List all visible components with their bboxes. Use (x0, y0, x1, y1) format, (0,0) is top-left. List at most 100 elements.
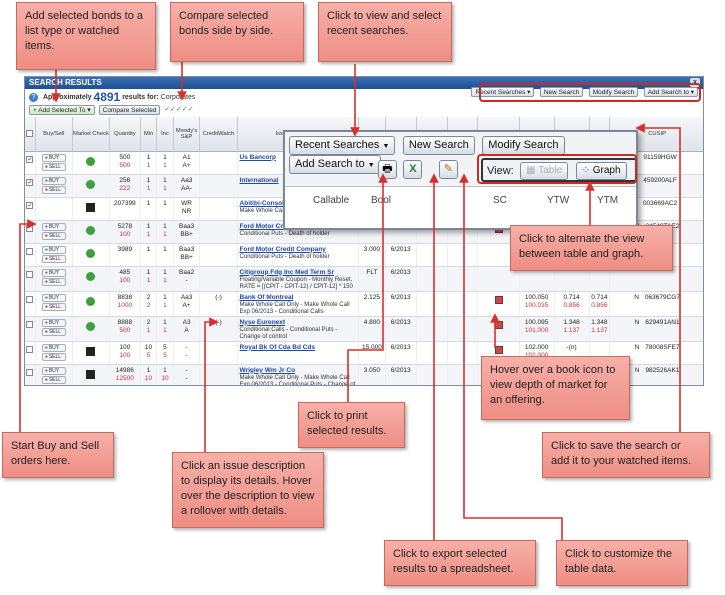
issue-link[interactable]: Bank Of Montreal (239, 293, 294, 301)
issue-details[interactable]: Conditional Calls - Conditional Puts - C… (239, 326, 338, 340)
col-quantity[interactable]: Quantity (109, 117, 141, 152)
issue-link[interactable]: Us Bancorp (239, 153, 277, 161)
row-select-cell[interactable] (25, 243, 36, 267)
sell-button[interactable]: SELL (41, 277, 66, 286)
issue-link[interactable]: Wrigley Wm Jr Co (239, 366, 296, 374)
market-check-cell (72, 266, 110, 292)
market-check-cell (72, 151, 110, 175)
col-min[interactable]: Min (140, 117, 158, 152)
sell-button[interactable]: SELL (41, 302, 66, 311)
sell-button[interactable]: SELL (41, 327, 66, 336)
col-rating[interactable]: Moody's S&P (173, 117, 201, 152)
sell-button[interactable]: SELL (41, 352, 66, 361)
add-search-to-button-small[interactable]: Add Search to ▾ (643, 87, 698, 97)
customize-table-icon[interactable]: ✎ (438, 160, 458, 179)
select-all-header[interactable] (25, 117, 36, 152)
chevron-down-icon: ▾ (87, 107, 91, 114)
issue-link[interactable]: International (239, 176, 279, 184)
row-checkbox[interactable] (26, 224, 34, 232)
col-creditwatch[interactable]: CreditWatch (199, 117, 238, 152)
buy-button[interactable]: BUY (41, 176, 66, 185)
buy-button[interactable]: BUY (41, 318, 66, 327)
modify-search-button[interactable]: Modify Search (482, 136, 565, 155)
quantity-bid: 207399 (113, 199, 136, 207)
table-row[interactable]: BUYSELL88885002111A3A(-)Nyse EuronextCon… (25, 316, 703, 342)
print-icon[interactable]: 🖶 (378, 160, 397, 179)
issue-details[interactable]: Floating/Variable Coupon - Monthly Reset… (239, 276, 353, 290)
buy-button[interactable]: BUY (41, 245, 66, 254)
issue-link[interactable]: Ford Motor Credit Company (239, 222, 326, 230)
issue-description-cell[interactable]: Royal Bk Of Cda Bd Cds (237, 341, 360, 365)
issue-link[interactable]: Royal Bk Of Cda Bd Cds (239, 343, 316, 351)
row-checkbox[interactable]: ✓ (26, 155, 34, 163)
book-icon[interactable] (494, 345, 503, 354)
new-search-button-small[interactable]: New Search (539, 87, 584, 97)
buy-button[interactable]: BUY (41, 366, 66, 375)
col-inc[interactable]: Inc (156, 117, 174, 152)
row-checkbox[interactable]: ✓ (26, 178, 34, 186)
row-select-cell[interactable] (25, 364, 36, 385)
row-select-cell[interactable] (25, 316, 36, 342)
col-market-check[interactable]: Market Check (72, 117, 110, 152)
sell-button[interactable]: SELL (41, 162, 66, 171)
recent-searches-button-small[interactable]: Recent Searches ▾ (471, 87, 535, 97)
row-select-cell[interactable] (25, 341, 36, 365)
row-checkbox[interactable] (26, 320, 34, 328)
row-select-cell[interactable] (25, 220, 36, 244)
row-checkbox[interactable]: ✓ (26, 201, 34, 209)
compare-selected-button[interactable]: Compare Selected (98, 105, 161, 115)
new-search-button[interactable]: New Search (402, 136, 475, 155)
issue-details[interactable]: Make Whole Call Only - Make Whole Call E… (239, 374, 356, 386)
row-select-cell[interactable]: ✓ (25, 174, 36, 198)
recent-searches-button[interactable]: Recent Searches ▼ (289, 136, 396, 155)
sell-button[interactable]: SELL (41, 231, 66, 240)
sell-button[interactable]: SELL (41, 185, 66, 194)
market-check-cell (72, 197, 110, 221)
row-checkbox[interactable] (26, 295, 34, 303)
row-select-cell[interactable]: ✓ (25, 197, 36, 221)
excel-export-icon[interactable]: X (403, 160, 423, 179)
row-checkbox[interactable] (26, 368, 34, 376)
issue-link[interactable]: Citigroup Fdg Inc Med Term Sr (239, 268, 335, 276)
row-checkbox[interactable] (26, 270, 34, 278)
buy-button[interactable]: BUY (41, 222, 66, 231)
issue-link[interactable]: Nyse Euronext (239, 318, 286, 326)
issue-link[interactable]: Abitibi-Consol (239, 199, 284, 207)
row-checkbox[interactable] (26, 345, 34, 353)
add-search-to-button[interactable]: Add Search to ▼ (289, 155, 381, 174)
issue-details[interactable]: Conditional Puts - Death of holder (239, 253, 330, 260)
row-select-cell[interactable] (25, 291, 36, 317)
row-select-cell[interactable]: ✓ (25, 151, 36, 175)
row-checkbox[interactable] (26, 247, 34, 255)
table-view-button[interactable]: ▦ Table (520, 162, 569, 180)
close-icon[interactable]: x (690, 78, 700, 87)
book-icon[interactable] (494, 320, 503, 329)
row-select-cell[interactable] (25, 266, 36, 292)
inc-ask: 1 (163, 301, 167, 309)
info-icon: ? (29, 92, 38, 102)
quantity-bid: 14986 (115, 366, 134, 374)
buy-button[interactable]: BUY (41, 268, 66, 277)
sell-button[interactable]: SELL (41, 375, 66, 384)
buy-button[interactable]: BUY (41, 293, 66, 302)
select-all-checkbox[interactable] (26, 130, 34, 138)
book-icon[interactable] (494, 295, 503, 304)
add-selected-button[interactable]: + Add Selected To ▾ (29, 105, 95, 115)
issue-link[interactable]: Ford Motor Credit Company (239, 245, 326, 253)
buy-button[interactable]: BUY (41, 153, 66, 162)
graph-view-button[interactable]: ⁘ Graph (575, 162, 627, 180)
table-row[interactable]: BUYSELL883810002211Aa3A+(-)Bank Of Montr… (25, 291, 703, 317)
modify-search-button-small[interactable]: Modify Search (588, 87, 639, 97)
sell-button[interactable]: SELL (41, 254, 66, 263)
issue-details[interactable]: Make Whole Call Only - Make Whole Call E… (239, 301, 350, 315)
inc-ask: 1 (163, 326, 167, 334)
col-buysell[interactable]: Buy/Sell (35, 117, 73, 152)
buy-button[interactable]: BUY (41, 343, 66, 352)
issue-details[interactable]: Conditional Puts - Death of holder (239, 230, 330, 237)
